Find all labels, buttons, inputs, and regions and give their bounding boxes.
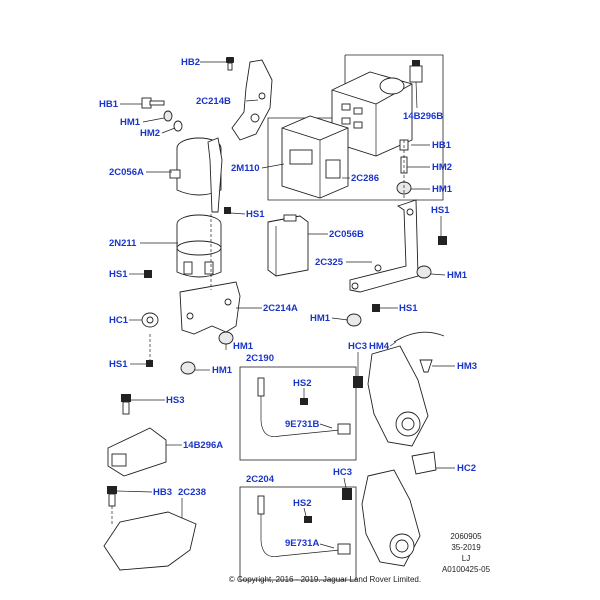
control-module-2m110-part (281, 115, 349, 199)
label-9e731b[interactable]: 9E731B (285, 419, 319, 430)
bolt-hb3-part (107, 486, 117, 507)
bolt-hs1-mid-part (224, 207, 231, 214)
label-hm1-right2[interactable]: HM1 (447, 270, 468, 281)
grommet-hm1-right-part (416, 265, 432, 279)
module-2c056b-part (267, 214, 309, 277)
leader-lines (116, 61, 455, 549)
label-hb1-right[interactable]: HB1 (432, 140, 452, 151)
clip-hc3-top-part (353, 376, 363, 388)
label-hs1-left2[interactable]: HS1 (109, 359, 128, 370)
label-2c204[interactable]: 2C204 (246, 474, 275, 485)
grommet-hm1-bottom-part (180, 361, 196, 375)
label-hs2-bottom[interactable]: HS2 (293, 498, 311, 509)
label-hm3[interactable]: HM3 (457, 361, 477, 372)
bolt-hb2-part (226, 57, 234, 71)
copyright-notice: © Copyright, 2016 - 2019. Jaguar Land Ro… (229, 575, 421, 584)
steering-knuckle-upper-part (367, 345, 429, 447)
label-hb3[interactable]: HB3 (153, 487, 172, 498)
sensor-2c190-box (239, 366, 357, 461)
sensor-14b296a-part (107, 427, 167, 477)
clip-hm4-part (393, 331, 445, 343)
label-hs1-right2[interactable]: HS1 (399, 303, 418, 314)
bolt-hs1-right-part (438, 236, 447, 245)
clip-hc1-part (141, 312, 159, 328)
wheel-sensor-2c190-part (257, 377, 351, 437)
bolt-hs1-right2-part (372, 304, 380, 312)
bolt-hs2-bottom-part (304, 516, 312, 523)
pressure-sensor-14b296b-part (409, 60, 423, 83)
plate-2c238-part (103, 511, 197, 571)
label-2c190[interactable]: 2C190 (246, 353, 274, 364)
label-2n211[interactable]: 2N211 (109, 238, 137, 249)
label-2c286[interactable]: 2C286 (351, 173, 379, 184)
clip-hc2-part (411, 451, 437, 475)
sensor-2c204-box (239, 486, 357, 581)
label-hc1[interactable]: HC1 (109, 315, 129, 326)
plug-hm3-part (419, 359, 433, 373)
label-2c238[interactable]: 2C238 (178, 487, 206, 498)
label-hs1-left1[interactable]: HS1 (109, 269, 128, 280)
grommet-hm1-mid-part (346, 313, 362, 327)
label-2c325[interactable]: 2C325 (315, 257, 344, 268)
bolt-hs2-top-part (300, 398, 308, 405)
label-2c214a[interactable]: 2C214A (263, 303, 298, 314)
label-hs1-mid[interactable]: HS1 (246, 209, 265, 220)
pump-motor-2c056a-part (169, 137, 223, 213)
bolt-hs1-left2-part (146, 360, 153, 367)
label-hm1-mid[interactable]: HM1 (310, 313, 331, 324)
fastener-set-left-part (141, 97, 183, 132)
reference-line-2: 35-2019 (451, 543, 481, 552)
bracket-2c214a-part (179, 281, 241, 335)
motor-2n211-part (176, 214, 222, 278)
label-hb2-top[interactable]: HB2 (181, 57, 200, 68)
label-hm1-lower[interactable]: HM1 (233, 341, 254, 352)
label-hc3-top[interactable]: HC3 (348, 341, 367, 352)
reference-line-3: LJ (462, 554, 470, 563)
label-hs2-top[interactable]: HS2 (293, 378, 311, 389)
wheel-sensor-2c204-part (257, 495, 351, 557)
bracket-2c325-part (349, 199, 419, 293)
reference-block: 2060905 35-2019 LJ A0100425-05 (442, 532, 491, 574)
label-hm4[interactable]: HM4 (369, 341, 390, 352)
bracket-2c214b-part (231, 59, 273, 141)
label-14b296b[interactable]: 14B296B (403, 111, 443, 122)
reference-line-1: 2060905 (450, 532, 482, 541)
grommet-hm1-lower-part (218, 331, 234, 345)
label-2c056a[interactable]: 2C056A (109, 167, 144, 178)
label-2c056b[interactable]: 2C056B (329, 229, 364, 240)
label-hm1-bottom[interactable]: HM1 (212, 365, 233, 376)
label-2c214b[interactable]: 2C214B (196, 96, 231, 107)
part-labels: HB2 2C214B HB1 HM1 HM2 14B296B HB1 2M110… (99, 57, 477, 549)
label-hs3[interactable]: HS3 (166, 395, 184, 406)
label-hm1-right1[interactable]: HM1 (432, 184, 453, 195)
reference-line-4: A0100425-05 (442, 565, 491, 574)
label-hc3-bottom[interactable]: HC3 (333, 467, 352, 478)
label-hm2-left[interactable]: HM2 (140, 128, 160, 139)
label-hm2-right[interactable]: HM2 (432, 162, 452, 173)
label-hs1-right1[interactable]: HS1 (431, 205, 450, 216)
clip-hc3-bottom-part (342, 488, 352, 500)
bolt-hs1-left-part (144, 270, 152, 278)
label-14b296a[interactable]: 14B296A (183, 440, 223, 451)
bolt-hs3-part (121, 394, 131, 415)
label-9e731a[interactable]: 9E731A (285, 538, 319, 549)
label-hb1-left[interactable]: HB1 (99, 99, 119, 110)
label-2m110[interactable]: 2M110 (231, 163, 260, 174)
steering-knuckle-lower-part (361, 469, 421, 567)
label-hc2[interactable]: HC2 (457, 463, 476, 474)
label-hm1-left[interactable]: HM1 (120, 117, 141, 128)
